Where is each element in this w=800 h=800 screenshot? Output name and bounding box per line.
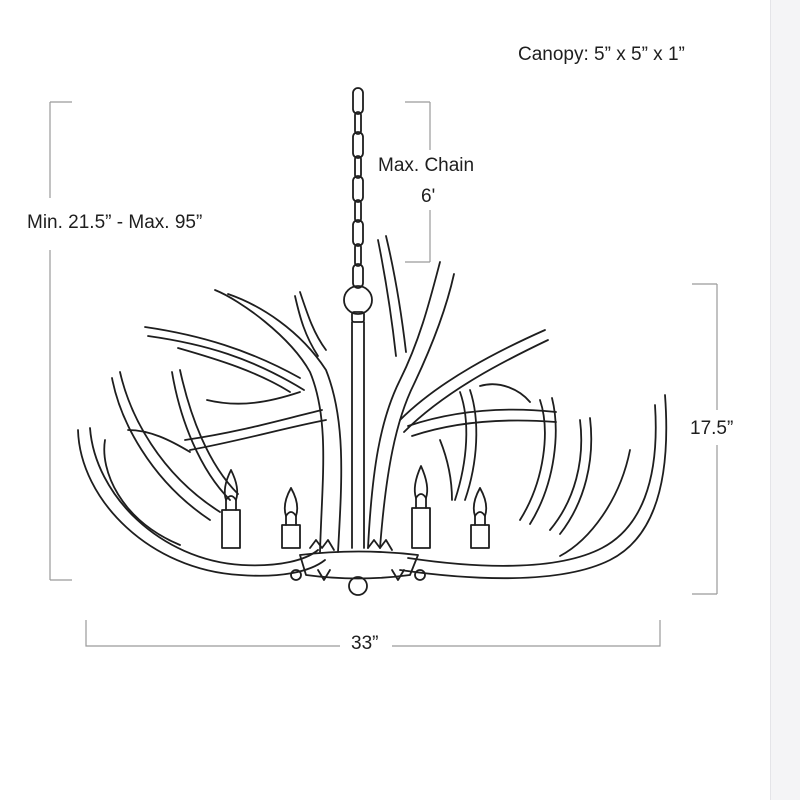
antler-right-tine-b	[399, 329, 546, 421]
candle-sockets	[221, 465, 490, 549]
antler-left-lower-tine-a	[103, 439, 181, 546]
chain-dimension-label: Max. Chain	[378, 155, 475, 176]
candle-2	[281, 487, 301, 549]
antler-left-tine-e	[206, 391, 301, 405]
candle-4	[470, 487, 490, 549]
antler-left-tine-b	[144, 326, 301, 379]
antler-right-tine-c	[407, 408, 557, 427]
antler-right-lower-tine-a	[519, 399, 546, 521]
canopy-dimension-label: Canopy: 5” x 5” x 1”	[518, 44, 685, 65]
antler-left-lower-tine-c	[171, 371, 231, 501]
fixture-height-label: 17.5”	[690, 418, 734, 439]
antler-right-lower-tine-b	[549, 419, 583, 531]
width-bracket-right	[392, 620, 661, 647]
dimension-lines	[49, 101, 718, 647]
page-edge-strip	[770, 0, 800, 800]
antlers	[77, 235, 668, 580]
candle-1	[221, 469, 241, 549]
antler-left-tine-d	[184, 409, 323, 441]
center-stem	[351, 321, 365, 549]
antler-left-lower-tine-d	[127, 429, 191, 453]
chain-dimension-value: 6'	[421, 186, 436, 207]
antler-right-tine-d	[454, 391, 468, 501]
width-bracket-left	[85, 620, 340, 647]
antler-right-lower-tine-d	[559, 449, 631, 557]
antler-right-lower	[399, 394, 668, 580]
candle-3	[411, 465, 431, 549]
antler-left-lower	[77, 429, 326, 577]
width-label: 33”	[351, 633, 379, 654]
antler-left-tine-c	[177, 347, 291, 393]
overall-height-label: Min. 21.5” - Max. 95”	[27, 212, 203, 233]
antler-right-lower-tine-c	[479, 383, 531, 403]
antler-left-lower-tine-b	[111, 377, 211, 521]
chandelier-base	[290, 550, 426, 596]
antler-burrs	[309, 539, 405, 581]
antler-right-tine-e	[439, 439, 453, 501]
antler-left-tine-a	[294, 295, 319, 357]
antler-right-main	[367, 261, 441, 549]
chain	[343, 87, 373, 323]
antler-right-tine-a	[377, 239, 397, 357]
antler-left-main	[214, 289, 325, 553]
